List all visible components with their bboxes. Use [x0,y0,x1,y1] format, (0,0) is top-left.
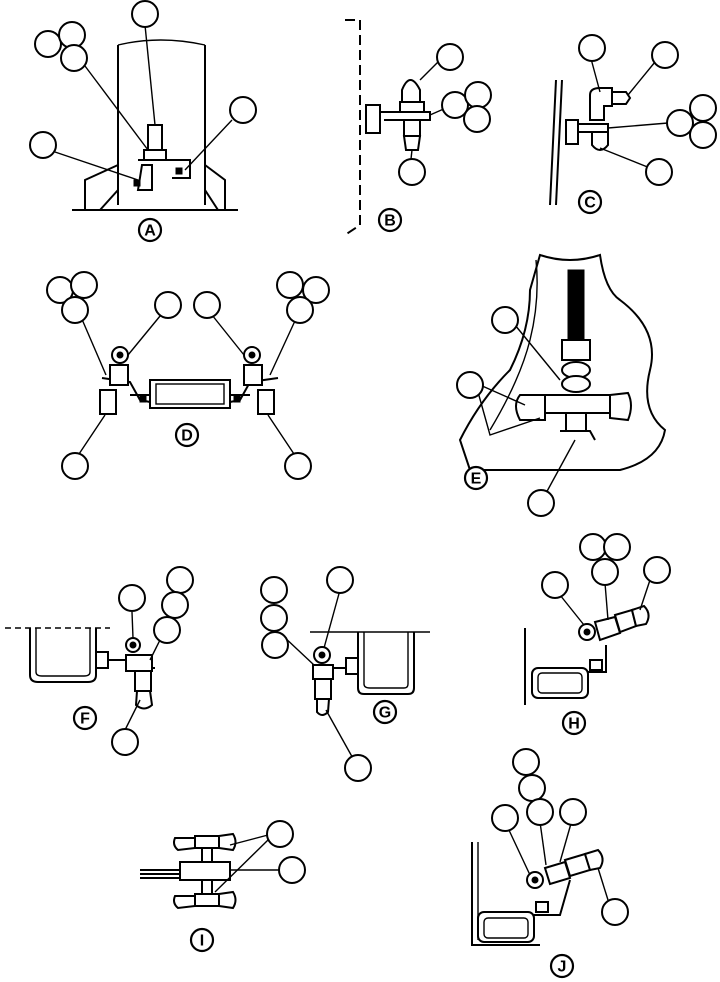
callout-d3 [61,296,89,324]
callout-g4 [261,631,289,659]
callout-d10 [284,452,312,480]
callout-a1 [131,0,159,28]
callout-a2 [34,30,62,58]
view-label-e-circle [463,465,489,491]
callout-g3 [260,604,288,632]
view-d: D [46,271,330,480]
view-label-f: F [80,711,90,728]
callout-a4 [60,44,88,72]
callout-j5 [559,798,587,826]
callout-c3 [689,94,717,122]
callout-b2 [441,91,469,119]
callout-c4 [666,109,694,137]
callout-d8 [286,296,314,324]
view-a: A [29,0,257,243]
view-label-b-circle [377,207,403,233]
callout-b3 [464,81,492,109]
view-label-j-circle [549,953,575,979]
callout-a6 [29,131,57,159]
callout-j2 [518,774,546,802]
view-label-b: B [384,213,396,230]
view-label-i-circle [189,927,215,953]
callout-h3 [541,571,569,599]
callout-a5 [229,96,257,124]
callout-e1 [491,306,519,334]
callout-j3 [491,804,519,832]
view-e: E [456,253,667,517]
callout-g1 [326,566,354,594]
callout-c2 [651,41,679,69]
callout-j4 [526,798,554,826]
callout-h4 [591,558,619,586]
view-g: G [260,566,430,782]
view-label-c: C [584,195,596,212]
view-label-a: A [144,223,156,240]
callout-d6 [276,271,304,299]
callout-j1 [512,748,540,776]
view-label-i: I [200,933,204,950]
callout-d2 [70,271,98,299]
callout-f3 [161,591,189,619]
view-label-g-circle [372,699,398,725]
view-label-h: H [568,716,580,733]
callout-d7 [302,276,330,304]
callout-c5 [689,121,717,149]
view-label-c-circle [577,189,603,215]
callout-g2 [260,576,288,604]
view-i: I [140,820,306,953]
callout-f5 [111,728,139,756]
view-c: C [549,34,717,215]
callout-d4 [154,291,182,319]
view-label-a-circle [137,217,163,243]
callout-g5 [344,754,372,782]
callout-i1 [266,820,294,848]
view-label-d: D [181,428,193,445]
view-b: B [344,19,492,236]
callout-j6 [601,898,629,926]
view-label-d-circle [174,422,200,448]
callout-h2 [603,533,631,561]
view-f: F [5,566,194,756]
callout-c6 [645,158,673,186]
callout-h5 [643,556,671,584]
view-j: J [471,748,629,979]
view-label-j: J [558,959,567,976]
view-h: H [524,533,671,736]
view-label-h-circle [561,710,587,736]
callout-d9 [61,452,89,480]
callout-f1 [118,584,146,612]
callout-a3 [58,21,86,49]
callout-b1 [436,43,464,71]
view-label-e: E [471,471,482,488]
callout-f4 [153,616,181,644]
callout-c1 [578,34,606,62]
callout-f2 [166,566,194,594]
callout-h1 [579,533,607,561]
callout-b5 [398,158,426,186]
callout-e2 [456,371,484,399]
callout-d5 [193,291,221,319]
view-label-f-circle [72,705,98,731]
view-label-g: G [379,705,391,722]
callout-i2 [278,856,306,884]
callout-b4 [463,105,491,133]
callout-e3 [527,489,555,517]
